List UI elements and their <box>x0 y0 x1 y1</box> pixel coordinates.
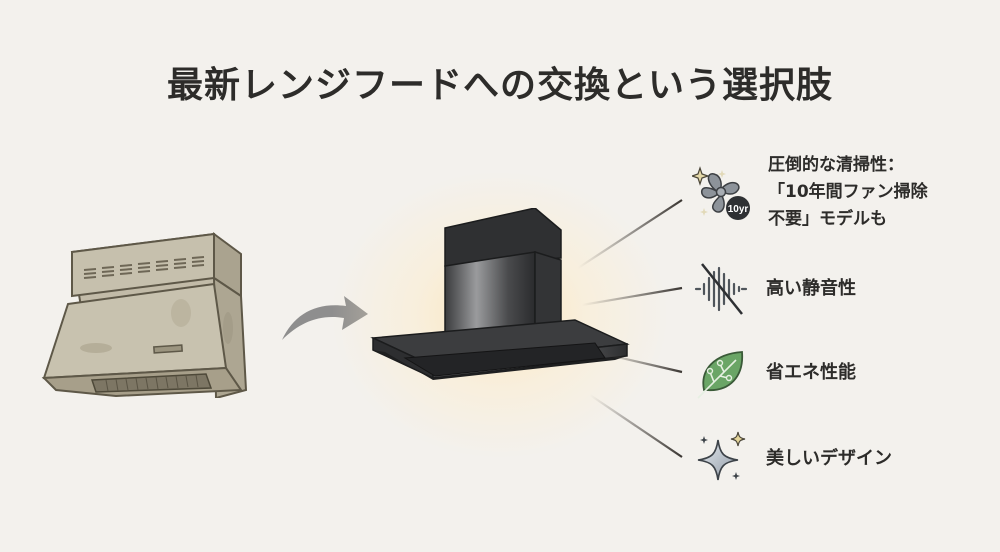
new-range-hood-illustration <box>370 208 630 380</box>
fan-10yr-icon: 10yr <box>692 165 750 220</box>
feature-quiet: 高い静音性 <box>692 258 856 320</box>
feature-line: 「10年間ファン掃除 <box>768 182 928 202</box>
feature-label: 高い静音性 <box>766 278 856 299</box>
highlight-rays <box>577 199 683 458</box>
page-title: 最新レンジフードへの交換という選択肢 <box>166 65 833 106</box>
leaf-icon <box>697 351 743 399</box>
noise-cancel-icon <box>694 263 748 315</box>
sparkle-icon <box>697 431 746 481</box>
feature-cleaning: 10yr 圧倒的な清掃性： 「10年間ファン掃除 不要」モデルも <box>692 152 928 233</box>
feature-eco: 省エネ性能 <box>692 342 856 404</box>
feature-label: 美しいデザイン <box>766 448 892 469</box>
feature-line: 圧倒的な清掃性： <box>768 155 904 175</box>
feature-label: 省エネ性能 <box>766 362 856 383</box>
feature-line: 不要」モデルも <box>768 209 887 229</box>
feature-design: 美しいデザイン <box>692 428 892 490</box>
old-range-hood-illustration <box>41 232 248 398</box>
fan-badge-text: 10yr <box>728 204 749 215</box>
